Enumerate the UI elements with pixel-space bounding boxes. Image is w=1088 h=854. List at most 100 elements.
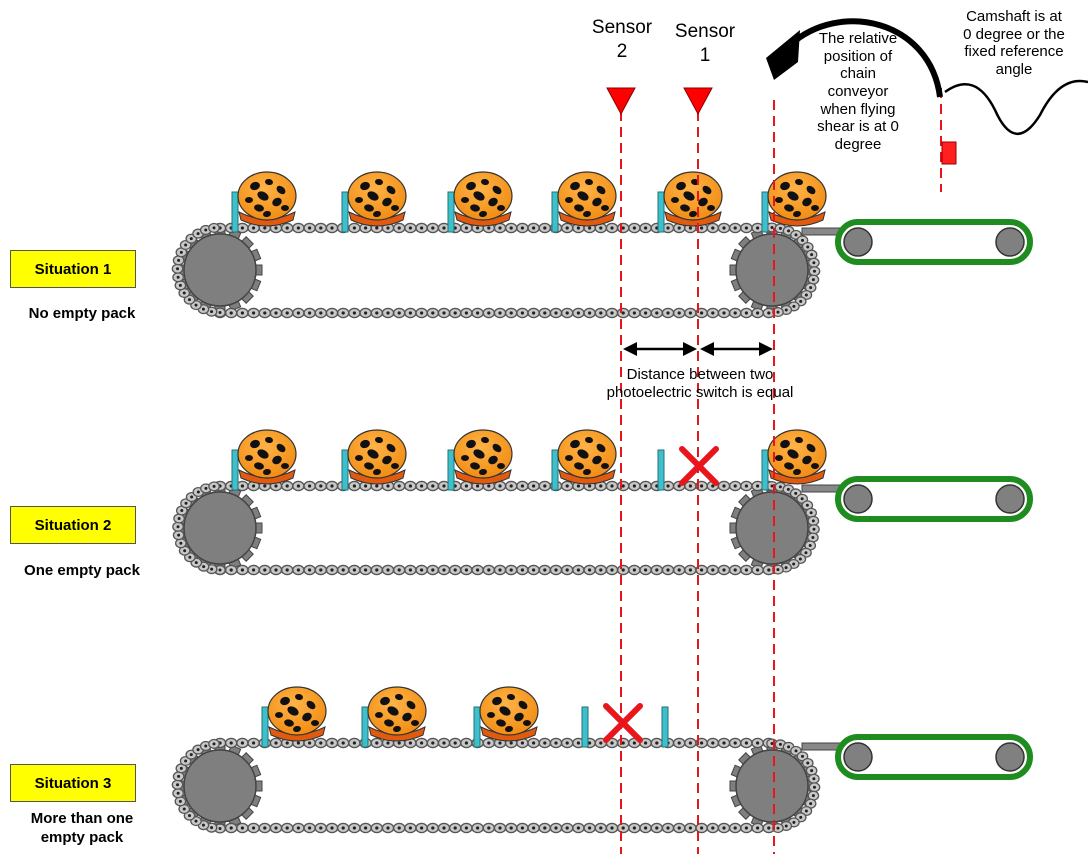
pusher-lug [447, 449, 455, 491]
chain-pin [688, 226, 693, 230]
pack-spot [702, 185, 712, 195]
chain-pin [212, 484, 216, 488]
chain-pin [722, 226, 726, 230]
chain-pin [274, 568, 278, 572]
chain-pin [178, 283, 182, 287]
chain-pin [756, 311, 760, 315]
pack-spot [497, 463, 505, 469]
chain-pin [509, 311, 513, 315]
pack-spot [281, 463, 289, 469]
pack [367, 686, 427, 742]
chain-pin [811, 519, 815, 523]
pack-spot [481, 436, 489, 444]
chain-pin [711, 311, 715, 315]
chain-pin [178, 799, 182, 803]
chain-pin [179, 766, 183, 770]
chain-pin [700, 826, 704, 830]
chain-pin [240, 484, 244, 488]
pack-spot [811, 205, 819, 211]
chain-pin [588, 826, 592, 830]
chain-pin [532, 311, 536, 315]
pack-spot [364, 462, 374, 470]
chain-pin [210, 567, 214, 571]
chain-pin [576, 484, 581, 488]
pack-spot [355, 197, 363, 203]
chain-pin [252, 484, 256, 488]
chain-pin [196, 748, 200, 752]
pack [479, 686, 539, 742]
chain-pin [576, 568, 581, 572]
pack-spot [250, 181, 260, 191]
distance-arrow-sensor2-sensor1 [623, 342, 697, 356]
chain-pin [397, 484, 401, 488]
chain-pin [408, 826, 412, 830]
chain-pin [420, 568, 424, 572]
chain-pin [330, 484, 334, 488]
chain-pin [229, 311, 233, 315]
conveyor-situation-2 [172, 429, 1033, 576]
chain-pin [543, 311, 547, 315]
chain-pin [733, 484, 737, 488]
chain-pin [520, 826, 525, 830]
pack-spot [272, 455, 282, 465]
chain-pin [722, 311, 726, 315]
pack-spot [499, 706, 511, 716]
chain-pin [770, 226, 774, 229]
chain-pin [776, 826, 780, 830]
chain-pin [722, 826, 726, 830]
pack-spot [795, 178, 803, 186]
cross-stroke [603, 703, 643, 743]
pack-spot [386, 185, 396, 195]
chain-pin [408, 741, 412, 745]
chain-pin [285, 741, 289, 745]
pack-spot [393, 725, 401, 733]
chain-pin [397, 568, 401, 572]
chain-pin [408, 226, 412, 230]
chain-pin [252, 226, 256, 230]
chain-pin [431, 311, 435, 315]
chain-pin [784, 824, 788, 828]
chain-pin [756, 741, 760, 745]
pack-spot [281, 205, 289, 211]
chain-pin [621, 226, 625, 230]
pack-spot [466, 439, 476, 449]
chain-pin [319, 311, 323, 315]
chain-pin [476, 226, 480, 230]
pack-spot [373, 210, 381, 218]
chain-pin [812, 785, 816, 789]
chain-pin [632, 741, 637, 745]
chain-pin [308, 226, 312, 230]
relative-position-note: The relative position of chain conveyor … [817, 30, 899, 154]
pusher-lug [661, 706, 669, 748]
chain-pin [431, 568, 435, 572]
chain-pin [767, 311, 771, 315]
chain-pin [263, 826, 267, 830]
chain-pin [509, 568, 513, 572]
pusher-lug [473, 706, 481, 748]
chain-pin [722, 484, 726, 488]
chain-pin [632, 826, 637, 830]
pusher-lug [231, 449, 239, 491]
chain-pin [274, 826, 278, 830]
chain-pin [397, 226, 401, 230]
chain-pin [610, 226, 614, 230]
chain-pin [543, 568, 547, 572]
pack-spot [479, 210, 487, 218]
chain-pin [554, 741, 558, 745]
arrow-head [700, 342, 714, 356]
pack-spot [280, 696, 290, 706]
chain-pin [632, 568, 637, 572]
chain-pin [809, 511, 813, 515]
pack-spot [583, 210, 591, 218]
chain-pin [599, 826, 603, 830]
chain-pin [176, 275, 180, 279]
chain-pin [442, 826, 446, 830]
pack [453, 429, 513, 485]
chain-pin [487, 568, 491, 572]
chain-pin [809, 286, 813, 290]
pack-spot [295, 693, 303, 701]
chain-pin [330, 226, 334, 230]
pack [767, 171, 827, 227]
chain-pin [364, 568, 368, 572]
pack-spot [507, 693, 515, 701]
